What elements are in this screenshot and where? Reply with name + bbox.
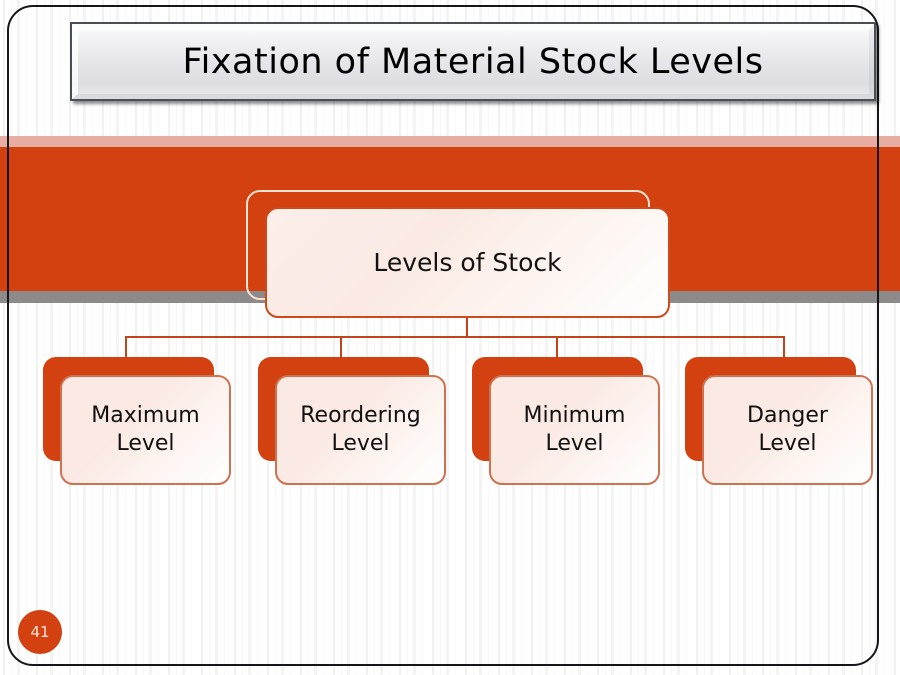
root-node-card[interactable]: Levels of Stock [265,207,670,318]
slide-number-text: 41 [30,623,50,641]
connector-horizontal-bus [125,336,785,338]
connector-drop-3 [556,336,558,360]
page-title: Fixation of Material Stock Levels [182,41,764,82]
connector-root-stem [466,318,468,337]
connector-drop-2 [340,336,342,360]
slide-title-plaque: Fixation of Material Stock Levels [70,22,876,101]
connector-drop-1 [125,336,127,360]
connector-drop-4 [783,336,785,360]
banner-band-pink [0,136,900,147]
slide-number-badge: 41 [18,610,62,654]
root-node-label: Levels of Stock [373,248,562,277]
